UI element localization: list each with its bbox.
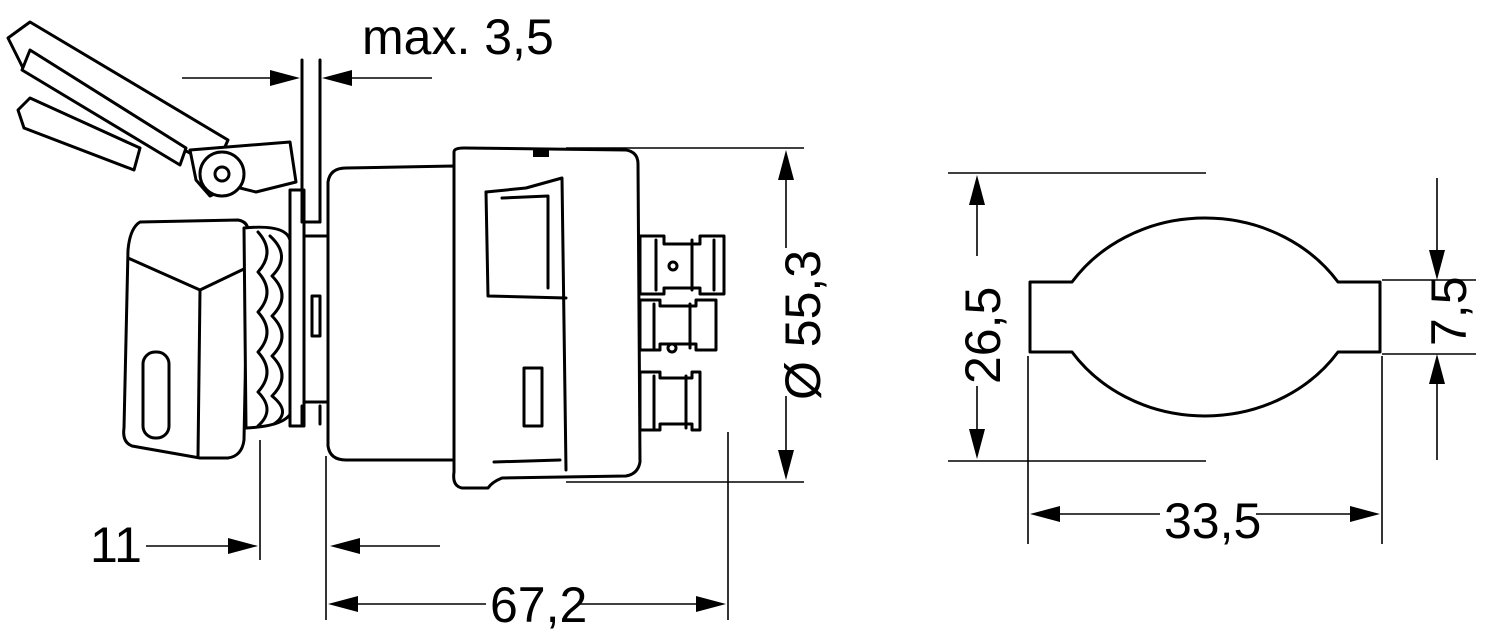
dim-panel-thickness-label: max. 3,5 xyxy=(362,9,554,65)
dim-body-diameter: Ø 55,3 xyxy=(566,147,831,483)
dim-body-diameter-label: Ø 55,3 xyxy=(775,250,831,400)
cutout-dimensions: 26,5 33,5 7,5 xyxy=(948,172,1477,549)
dim-collar-depth: 11 xyxy=(90,440,440,573)
key-cap xyxy=(122,218,250,460)
dim-collar-depth-label: 11 xyxy=(90,517,142,573)
flip-cover xyxy=(6,20,298,198)
side-view-dimensions: max. 3,5 11 67,2 xyxy=(90,9,831,633)
dim-body-length-label: 67,2 xyxy=(490,577,587,633)
dim-body-length: 67,2 xyxy=(325,432,729,633)
dim-tab-width: 7,5 xyxy=(1382,178,1477,460)
threaded-collar xyxy=(242,188,306,430)
dim-panel-thickness: max. 3,5 xyxy=(182,9,554,86)
spade-terminals xyxy=(638,234,726,432)
cutout-outline xyxy=(1028,216,1382,418)
dim-cutout-height-label: 26,5 xyxy=(955,287,1011,384)
mounting-panel xyxy=(300,58,330,426)
dim-tab-width-label: 7,5 xyxy=(1421,276,1477,346)
switch-body xyxy=(326,146,642,490)
dim-cutout-width-label: 33,5 xyxy=(1164,493,1261,549)
switch-side-view xyxy=(6,20,726,490)
dim-cutout-height: 26,5 xyxy=(948,172,1206,462)
panel-cutout-view xyxy=(1028,216,1382,418)
dim-cutout-width: 33,5 xyxy=(1027,356,1383,549)
